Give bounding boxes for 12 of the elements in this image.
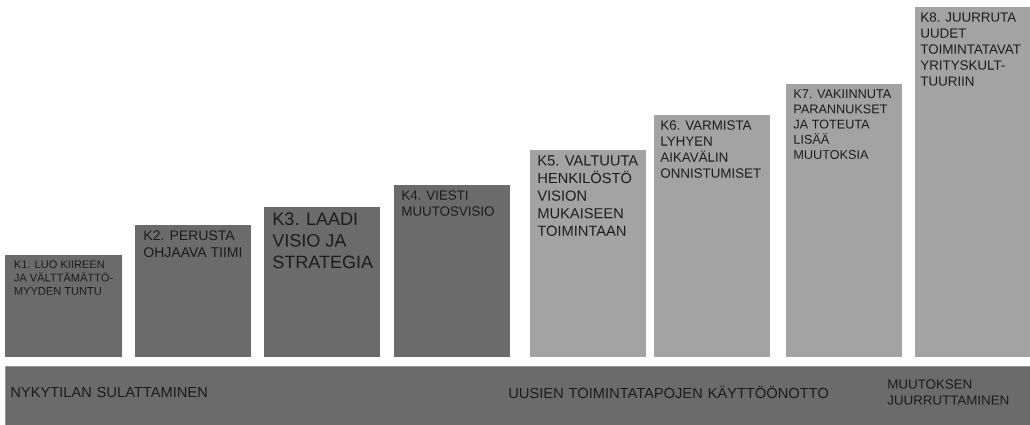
phase-label: MUUTOKSEN JUURRUTTAMINEN	[887, 379, 1009, 405]
step-bar: K7. VAKIINNUTA PARANNUKSET JA TOTEUTA LISÄÄ MUUTOKSIA	[786, 84, 902, 358]
step-bar: K5. VALTUUTA HENKILÖSTÖ VISION MUKAISEEN TOIMINTAAN	[530, 150, 646, 357]
phase-label: NYKYTILAN SULATTAMINEN	[11, 386, 207, 398]
step-bar: K2. PERUSTA OHJAAVA TIIMI	[135, 225, 251, 357]
phase-band	[5, 366, 1030, 425]
step-bar: K8. JUURRUTA UUDET TOIMINTATAVAT YRITYSKULT-TUURIIN	[915, 7, 1030, 357]
step-bar: K4. VIESTI MUUTOSVISIO	[394, 185, 510, 357]
step-bar: K3. LAADI VISIO JA STRATEGIA	[264, 207, 380, 357]
step-bar: K6. VARMISTA LYHYEN AIKAVÄLIN ONNISTUMISET	[654, 115, 770, 357]
phase-label: UUSIEN TOIMINTATAPOJEN KÄYTTÖÖNOTTO	[509, 385, 829, 399]
step-bar: K1. LUO KIIREEN JA VÄLTTÄMÄTTÖ-MYYDEN TUNTU	[5, 255, 123, 357]
